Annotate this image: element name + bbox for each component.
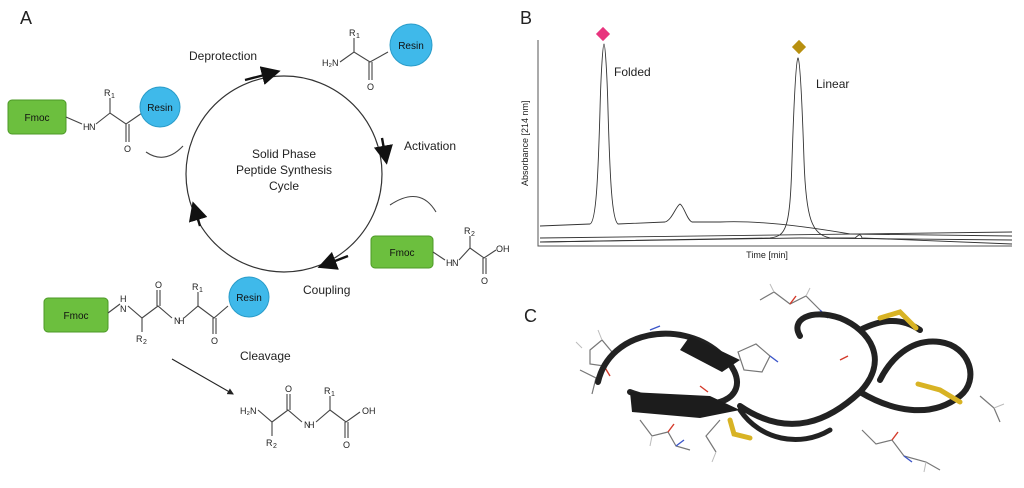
r1-label-3: R — [192, 282, 199, 292]
svg-text:O: O — [285, 384, 292, 394]
x-axis-label: Time [min] — [746, 250, 788, 260]
cycle-center-line-2: Peptide Synthesis — [236, 163, 332, 177]
svg-text:N: N — [174, 316, 181, 326]
folded-trace — [539, 43, 1013, 237]
h2n-label-2: H₂N — [240, 406, 257, 416]
cycle-center-line-1: Solid Phase — [252, 147, 316, 161]
baseline-trace-1 — [539, 231, 1013, 239]
resin-bead-3 — [228, 276, 270, 318]
svg-text:H: H — [178, 316, 185, 326]
r2-label-1: R — [464, 226, 471, 236]
fmoc-label-2: Fmoc — [390, 248, 415, 259]
svg-text:1: 1 — [356, 33, 360, 40]
r1-label-2: R — [349, 28, 356, 38]
resin-label-1: Resin — [147, 103, 173, 114]
svg-text:H: H — [446, 258, 453, 268]
hplc-chromatogram: Absorbance [214 nm] Time [min] Folded Li… — [520, 26, 1013, 260]
svg-text:OH: OH — [496, 244, 510, 254]
resin-label-2: Resin — [398, 41, 424, 52]
resin-bead-1 — [139, 86, 181, 128]
linear-trace — [539, 57, 1013, 245]
r2-label-3: R — [266, 438, 273, 448]
side-arrow-activation — [389, 196, 437, 213]
svg-text:N: N — [304, 420, 311, 430]
synthesis-cycle-circle — [185, 75, 383, 273]
fmoc-amino-acid-resin-structure: Fmoc H N R 1 O Resin — [7, 86, 181, 154]
cycle-arrow-top — [244, 66, 281, 85]
r1-label-4: R — [324, 386, 331, 396]
panel-label-c: C — [524, 306, 537, 326]
r2-label-2: R — [136, 334, 143, 344]
chromatogram-axes — [537, 40, 1012, 247]
cycle-arrow-left — [188, 201, 208, 227]
h2n-label-1: H₂N — [322, 58, 339, 68]
linear-peak-marker — [791, 39, 807, 55]
svg-text:O: O — [211, 336, 218, 346]
svg-text:H: H — [308, 420, 315, 430]
cleaved-dipeptide-structure: H₂N R 2 O N H R 1 O OH — [240, 384, 376, 450]
resin-label-3: Resin — [236, 293, 262, 304]
fmoc-amino-acid-free-structure: Fmoc H N R 2 O OH — [370, 226, 510, 286]
step-coupling-label: Coupling — [303, 283, 350, 297]
panel-label-b: B — [520, 8, 532, 28]
svg-text:N: N — [89, 122, 96, 132]
side-arrow-deprotection — [145, 145, 184, 158]
svg-text:O: O — [367, 82, 374, 92]
step-activation-label: Activation — [404, 139, 456, 153]
svg-text:O: O — [343, 440, 350, 450]
svg-text:2: 2 — [273, 443, 277, 450]
cleavage-arrow — [171, 358, 234, 395]
svg-text:1: 1 — [331, 391, 335, 398]
resin-bead-2 — [389, 23, 433, 67]
svg-text:O: O — [124, 144, 131, 154]
folded-peak-marker — [595, 26, 611, 42]
fmoc-label-3: Fmoc — [64, 311, 89, 322]
fmoc-label-1: Fmoc — [25, 113, 50, 124]
y-axis-label: Absorbance [214 nm] — [520, 100, 530, 186]
fmoc-box-3 — [43, 297, 109, 333]
svg-text:2: 2 — [471, 231, 475, 238]
cycle-arrow-right — [373, 137, 393, 165]
step-deprotection-label: Deprotection — [189, 49, 257, 63]
svg-text:O: O — [481, 276, 488, 286]
svg-text:N: N — [452, 258, 459, 268]
panel-label-a: A — [20, 8, 32, 28]
peak-label-linear: Linear — [816, 77, 849, 91]
svg-text:1: 1 — [111, 93, 115, 100]
r1-label-1: R — [104, 88, 111, 98]
cycle-arrow-bottom — [317, 251, 349, 270]
nh-label-1: H — [83, 122, 90, 132]
deprotected-amino-acid-resin-structure: H₂N R 1 O Resin — [322, 23, 433, 92]
svg-text:2: 2 — [143, 339, 147, 346]
svg-text:N: N — [120, 304, 127, 314]
step-cleavage-label: Cleavage — [240, 349, 291, 363]
cycle-center-line-3: Cycle — [269, 179, 299, 193]
fmoc-dipeptide-resin-structure: Fmoc H N R 2 O N H R 1 O Resin — [43, 276, 270, 346]
peak-label-folded: Folded — [614, 65, 651, 79]
svg-text:H: H — [120, 294, 127, 304]
svg-text:1: 1 — [199, 287, 203, 294]
peptide-3d-structure — [575, 283, 1005, 473]
svg-text:OH: OH — [362, 406, 376, 416]
svg-text:O: O — [155, 280, 162, 290]
